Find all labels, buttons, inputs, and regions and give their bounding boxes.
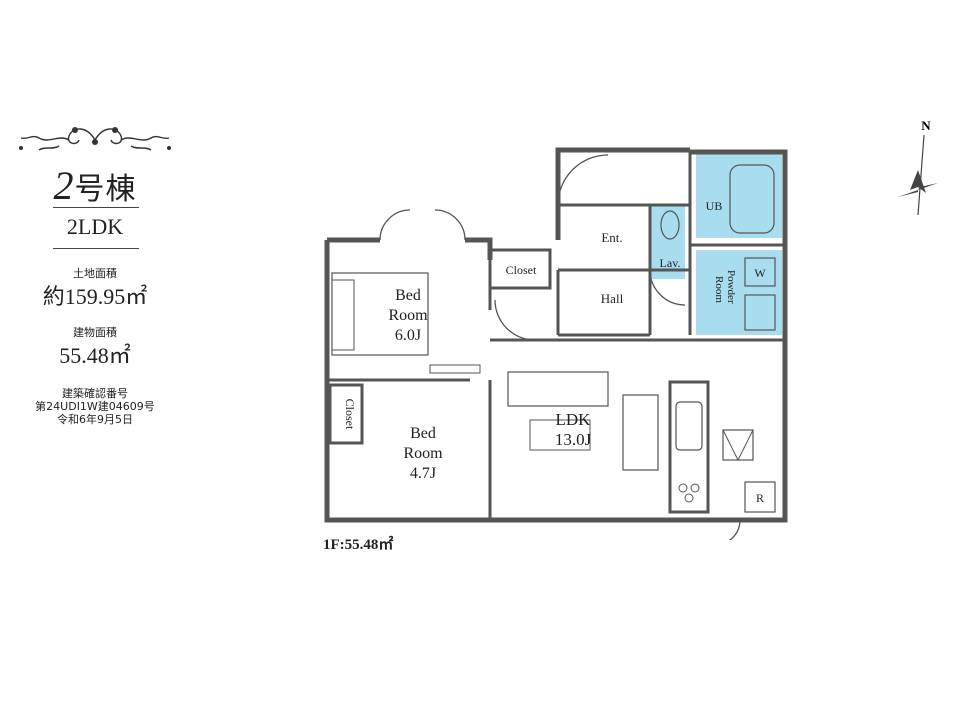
- compass-icon: N: [898, 118, 938, 216]
- land-area-label: 土地面積: [73, 267, 117, 280]
- bed2-name2: Room: [403, 445, 443, 462]
- outer-walls: [324, 147, 788, 523]
- bed2-name1: Bed: [410, 425, 436, 442]
- dishwasher: [722, 429, 754, 461]
- bed-pillow: [331, 279, 355, 351]
- entrance-label: Ent.: [601, 230, 622, 245]
- fridge-label: R: [756, 491, 764, 505]
- ldk-name: LDK: [556, 410, 592, 429]
- divider-top: [53, 207, 139, 208]
- powder-label-1: Powder: [725, 270, 737, 304]
- washer-box: [744, 257, 776, 287]
- closet1-label: Closet: [506, 263, 537, 277]
- bed1-name2: Room: [388, 307, 428, 324]
- building-area-value: 55.48㎡: [59, 343, 131, 368]
- bath-label: UB: [706, 199, 723, 213]
- ldk-size: 13.0J: [555, 430, 592, 449]
- compass-north-label: N: [921, 118, 931, 133]
- building-number: 2号棟: [0, 162, 190, 209]
- toilet: [660, 210, 680, 240]
- property-info-panel: 2号棟 2LDK 土地面積 約159.95㎡ 建物面積 55.48㎡ 建築確認番…: [0, 110, 190, 440]
- bed2-size: 4.7J: [410, 465, 436, 482]
- floor-plan-drawing: Bed Room 6.0J Bed Room 4.7J LDK 13.0J Cl…: [324, 147, 788, 540]
- certification-number: 第24UDI1W建04609号: [35, 400, 155, 413]
- bathtub: [729, 164, 775, 234]
- window-bed1: [429, 364, 481, 374]
- powder-label-2: Room: [713, 276, 725, 303]
- washer-label: W: [754, 266, 766, 280]
- floor-area: 1F:55.48㎡: [323, 537, 394, 553]
- layout-type: 2LDK: [66, 214, 124, 239]
- washbasin: [744, 294, 776, 331]
- lavatory-area: [650, 204, 685, 279]
- building-number-digit: 2: [53, 163, 75, 208]
- certification-label: 建築確認番号: [62, 387, 128, 400]
- certification-date: 令和6年9月5日: [57, 413, 133, 426]
- fridge-box: [744, 481, 776, 513]
- sofa: [507, 371, 609, 407]
- bed1-size: 6.0J: [395, 327, 421, 344]
- divider-bottom: [53, 248, 139, 249]
- powder-room-area: [696, 250, 782, 335]
- bath-area: [696, 153, 782, 238]
- lavatory-label: Lav.: [660, 256, 681, 270]
- land-area-value: 約159.95㎡: [42, 284, 148, 309]
- inner-walls: [327, 152, 785, 522]
- closet2-label: Closet: [343, 399, 357, 430]
- sink: [675, 401, 703, 451]
- coffee-table: [529, 419, 591, 451]
- ornament-icon: [19, 127, 171, 151]
- door-swings: [379, 154, 741, 540]
- stove: [678, 483, 700, 503]
- floor-plan: Bed Room 6.0J Bed Room 4.7J LDK 13.0J Cl…: [290, 130, 810, 540]
- dining-table: [622, 394, 659, 471]
- building-number-suffix: 号棟: [74, 173, 137, 206]
- building-area-label: 建物面積: [73, 326, 117, 339]
- hall-label: Hall: [601, 291, 624, 306]
- bed1-name1: Bed: [395, 287, 421, 304]
